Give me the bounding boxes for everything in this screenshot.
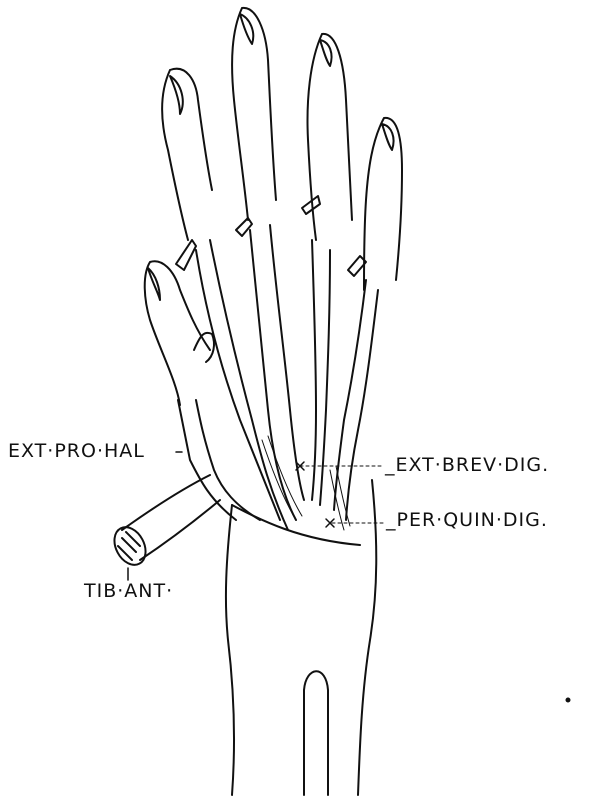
label-ext-pro-hal: EXT·PRO·HAL <box>8 440 145 462</box>
label-per-quin-dig: _PER·QUIN·DIG. <box>386 509 548 531</box>
digit-2-nail <box>170 76 183 114</box>
leg-center-split <box>304 671 328 795</box>
digit-2-tendon-stub <box>176 240 196 270</box>
ankle-crease <box>232 505 360 545</box>
digit-2-outline <box>162 69 212 240</box>
leg-left-outline <box>226 505 234 795</box>
leg-right-outline <box>358 480 376 795</box>
extensor-tendon-3 <box>250 230 296 520</box>
stray-dot <box>567 699 570 702</box>
label-ext-brev-dig: _EXT·BREV·DIG. <box>385 454 549 476</box>
tib-ant-cut-hatch <box>118 532 140 560</box>
extensor-tendon-5 <box>312 240 316 500</box>
digit-4-nail <box>320 40 332 66</box>
digit-3-nail <box>240 14 253 44</box>
ext-pro-hal-tendon <box>178 400 236 520</box>
extensor-tendon-6 <box>320 250 330 505</box>
digit-1-tendon-stub <box>194 333 214 362</box>
digit-5-outline <box>364 118 402 290</box>
digit-1-outline <box>145 261 210 405</box>
digit-1-nail <box>148 268 160 300</box>
label-tib-ant: TIB·ANT· <box>84 580 173 602</box>
ext-pro-hal-tendon-inner <box>196 400 260 520</box>
digit-5-nail <box>382 124 394 150</box>
